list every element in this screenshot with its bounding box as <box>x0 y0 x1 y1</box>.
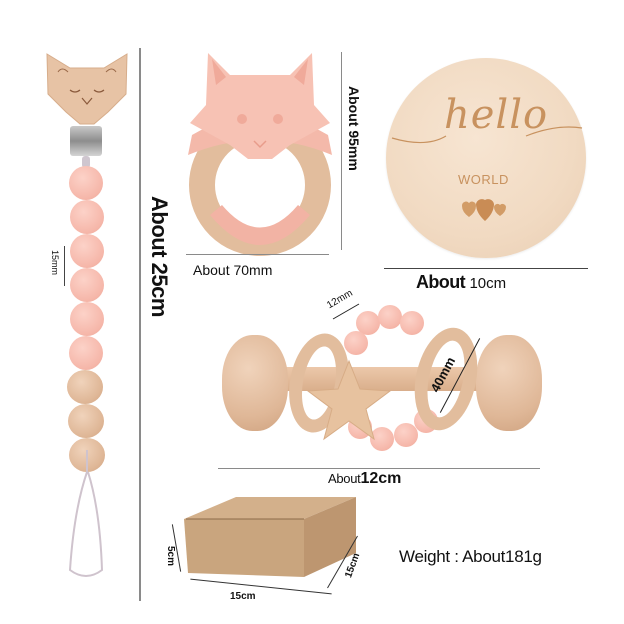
hello-script-text: hello <box>444 92 549 138</box>
bead-size-label: 15mm <box>50 250 60 276</box>
silicone-bead <box>70 234 104 268</box>
fox-clip-head-icon <box>46 53 128 125</box>
bead-dimension-line <box>64 246 65 286</box>
metal-clip <box>70 126 102 156</box>
rattle-length-prefix: About <box>328 471 361 486</box>
gift-box <box>184 497 364 587</box>
rattle-bead <box>378 305 402 329</box>
teether-height-label: About 95mm <box>346 86 362 171</box>
teether-width-label: About 70mm <box>193 262 273 278</box>
rattle-bead <box>400 311 424 335</box>
rattle-end-ball-right <box>476 335 542 431</box>
silicone-bead <box>70 268 104 302</box>
disc-width-label: About 10cm <box>416 272 506 293</box>
teether-height-dimension-line <box>341 52 342 250</box>
wooden-star-icon <box>306 359 392 441</box>
fox-teether-icon <box>188 53 332 256</box>
box-height-label: 5cm <box>165 546 176 567</box>
rattle-bead <box>394 423 418 447</box>
disc-width-prefix: About <box>416 272 466 292</box>
disc-width-value: 10cm <box>469 275 507 292</box>
pacifier-clip: 15mm <box>30 40 140 610</box>
world-text: WORLD <box>458 172 509 187</box>
clip-length-label: About 25cm <box>147 196 172 317</box>
rattle-bead <box>344 331 368 355</box>
clip-length-dimension-line <box>139 48 141 601</box>
hearts-icon <box>461 199 506 221</box>
rattle-length-dimension-line <box>218 468 540 469</box>
wood-bead <box>68 404 104 438</box>
silicone-bead <box>69 166 103 200</box>
rattle: 40mm <box>220 305 542 465</box>
wood-bead <box>67 370 103 404</box>
silicone-bead <box>69 336 103 370</box>
fox-teether <box>180 45 340 256</box>
hello-script-swash-icon <box>391 126 583 144</box>
cord-loop-icon <box>68 450 104 577</box>
weight-label: Weight : About181g <box>399 547 542 566</box>
rattle-length-value: 12cm <box>360 470 402 487</box>
teether-width-dimension-line <box>186 254 329 255</box>
rattle-length-label: About12cm <box>328 470 401 488</box>
box-width-label: 15cm <box>230 591 256 602</box>
clip-cord-knot <box>82 156 90 168</box>
silicone-bead <box>70 200 104 234</box>
silicone-bead <box>70 302 104 336</box>
disc-width-dimension-line <box>384 268 588 269</box>
rattle-bead <box>414 409 438 433</box>
rattle-rod <box>260 367 500 391</box>
hello-disc: hello WORLD <box>386 58 586 258</box>
kraft-box-icon <box>184 497 356 577</box>
rattle-end-ball-left <box>222 335 288 431</box>
